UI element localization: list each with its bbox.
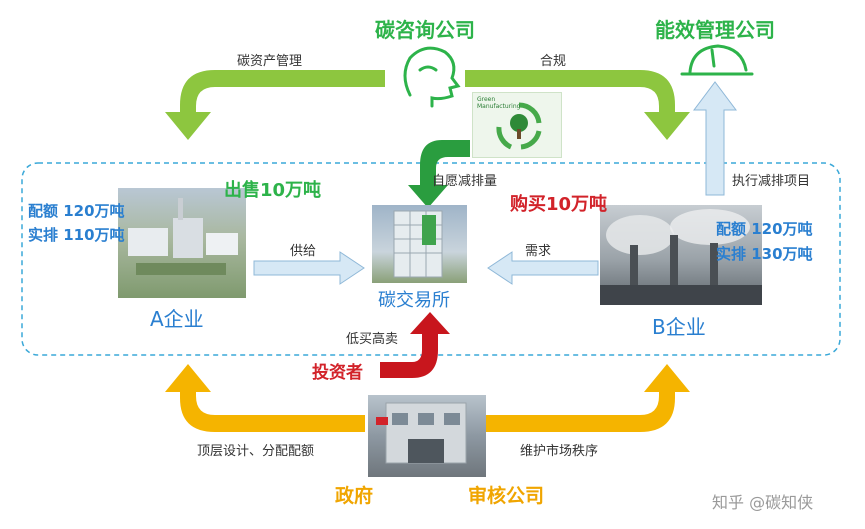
maintain-order-label: 维护市场秩序 <box>520 444 599 459</box>
demand-label: 需求 <box>525 244 552 259</box>
arrow-consulting-to-a <box>165 70 385 140</box>
company-b-quota: 配额 120万吨 <box>716 220 813 238</box>
company-b-actual: 实排 130万吨 <box>716 245 813 263</box>
energy-mgmt-company-label: 能效管理公司 <box>655 18 775 42</box>
investor-label: 投资者 <box>312 363 363 383</box>
company-a-photo <box>118 188 246 298</box>
arrow-consulting-to-b <box>465 70 690 140</box>
company-a-quota: 配额 120万吨 <box>28 202 125 220</box>
supply-label: 供给 <box>290 244 317 259</box>
carbon-asset-mgmt-label: 碳资产管理 <box>237 54 303 69</box>
arrow-supply <box>253 251 365 285</box>
government-label: 政府 <box>335 485 374 507</box>
company-b-label: B企业 <box>652 315 706 339</box>
company-b-buy-label: 购买10万吨 <box>510 194 608 215</box>
compliance-label: 合规 <box>540 54 567 69</box>
tree-recycle-icon <box>496 102 542 150</box>
voluntary-reduction-label: 自愿减排量 <box>432 174 498 189</box>
consultant-head-icon <box>403 46 461 108</box>
company-a-label: A企业 <box>150 307 204 331</box>
top-design-label: 顶层设计、分配配额 <box>197 444 315 459</box>
arrow-execute-projects <box>693 81 737 196</box>
company-a-actual: 实排 110万吨 <box>28 226 125 244</box>
watermark: 知乎 @碳知侠 <box>712 493 814 512</box>
consulting-company-label: 碳咨询公司 <box>375 18 475 42</box>
execute-projects-label: 执行减排项目 <box>732 174 811 189</box>
audit-company-label: 审核公司 <box>468 485 545 507</box>
exchange-label: 碳交易所 <box>378 290 450 311</box>
buy-low-sell-high-label: 低买高卖 <box>346 332 399 347</box>
arrow-demand <box>487 251 599 285</box>
factory-b-icon <box>600 209 762 305</box>
arrow-gov-to-a <box>165 364 365 432</box>
logo-text: Green Manufacturing <box>477 96 521 110</box>
exchange-photo <box>372 205 467 283</box>
company-a-sell-label: 出售10万吨 <box>224 180 322 201</box>
building-icon <box>393 210 443 278</box>
government-building-icon <box>376 402 467 464</box>
arrow-audit-to-b <box>485 364 690 432</box>
green-manufacturing-logo: Green Manufacturing <box>472 92 562 158</box>
arrow-voluntary-reduction <box>408 140 470 208</box>
factory-a-icon <box>128 198 238 275</box>
hard-hat-icon <box>680 44 754 76</box>
arrow-investor <box>380 312 450 378</box>
company-b-photo <box>600 205 762 305</box>
government-photo <box>368 395 486 477</box>
